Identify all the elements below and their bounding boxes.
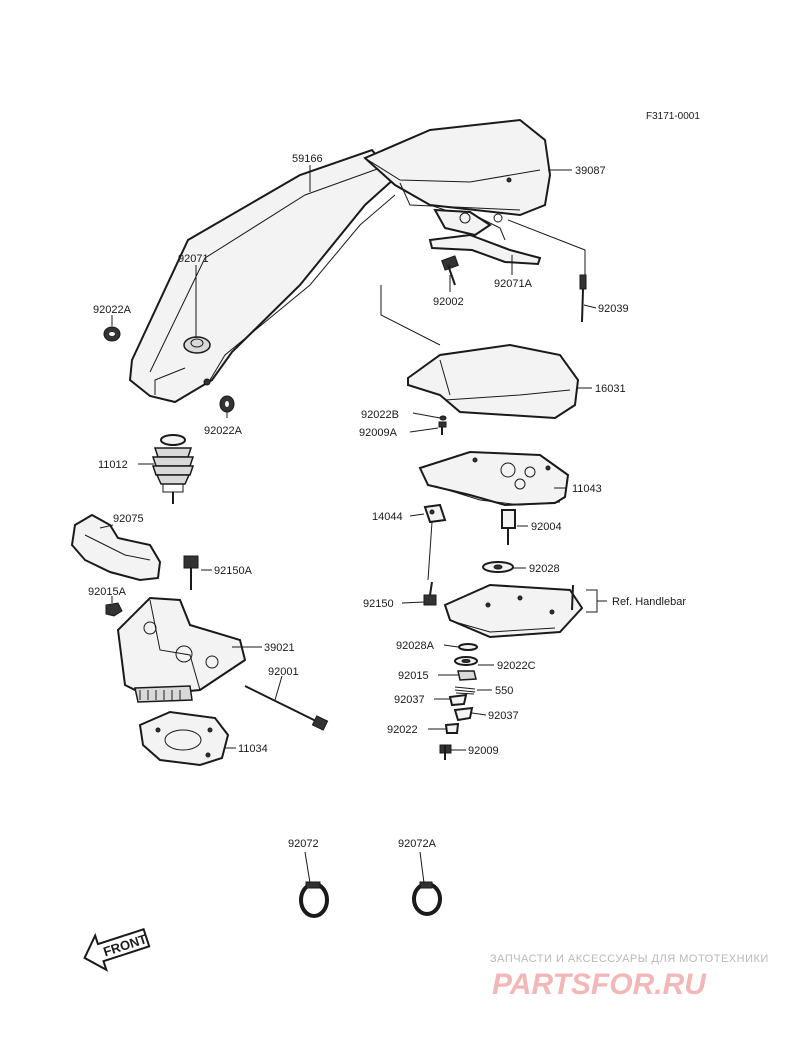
label-92150A: 92150A	[214, 565, 253, 577]
nut-92015	[457, 670, 477, 681]
bolt-92150	[423, 581, 437, 606]
pole-lower-bracket	[429, 204, 506, 241]
spring-550	[454, 686, 476, 695]
clip-92037-right	[453, 706, 474, 722]
label-92028A: 92028A	[396, 640, 435, 652]
label-39087: 39087	[575, 165, 606, 177]
bellows-11012	[151, 434, 195, 504]
watermark-brand: PARTSFOR.RU	[492, 968, 707, 1001]
label-92150: 92150	[363, 598, 394, 610]
leader-lines	[99, 165, 597, 884]
label-39021: 39021	[264, 642, 295, 654]
screw-92009A	[438, 421, 447, 435]
label-92015A: 92015A	[88, 586, 127, 598]
label-92071: 92071	[178, 253, 209, 265]
front-arrow: FRONT	[83, 927, 151, 972]
bracket-39021	[116, 596, 247, 703]
label-92037-right: 92037	[488, 710, 519, 722]
label-11043: 11043	[572, 483, 602, 495]
clip-14044	[423, 503, 447, 524]
label-11012: 11012	[98, 459, 128, 471]
plate-11034	[138, 710, 230, 767]
pad-92075	[70, 513, 162, 582]
label-92072: 92072	[288, 838, 319, 850]
label-92022C: 92022C	[497, 660, 536, 672]
label-92009A: 92009A	[359, 427, 398, 439]
clamp-92072A	[412, 881, 442, 916]
drawing-id: F3171-0001	[646, 111, 700, 122]
bolt-92001	[244, 685, 329, 731]
label-92072A: 92072A	[398, 838, 437, 850]
label-92001: 92001	[268, 666, 299, 678]
label-92015: 92015	[398, 670, 429, 682]
handle-pole-59166	[128, 148, 397, 404]
label-92071A: 92071A	[494, 278, 533, 290]
bolt-92009	[439, 744, 452, 760]
bolt-92002	[441, 255, 459, 286]
label-92022: 92022	[387, 724, 418, 736]
pole-bolt-hole	[183, 336, 211, 354]
label-550: 550	[495, 685, 513, 697]
plate-11043	[418, 450, 570, 507]
label-16031: 16031	[595, 383, 626, 395]
washer-92022B	[439, 415, 447, 421]
leader-14044	[427, 521, 433, 581]
label-14044: 14044	[372, 511, 403, 523]
label-92022A-top: 92022A	[93, 304, 132, 316]
label-92075: 92075	[113, 513, 144, 525]
cover-16031	[407, 343, 580, 420]
steering-cover-39087	[363, 118, 552, 217]
label-92039: 92039	[598, 303, 629, 315]
handlebar-base-plate	[443, 583, 584, 639]
label-92009: 92009	[468, 745, 499, 757]
washer-92022	[444, 722, 460, 734]
watermark-tagline: ЗАПЧАСТИ И АКСЕССУАРЫ ДЛЯ МОТОТЕХНИКИ	[490, 953, 769, 965]
label-92002: 92002	[433, 296, 464, 308]
label-92004: 92004	[531, 521, 562, 533]
washer-92028A	[458, 643, 478, 651]
label-11034: 11034	[238, 743, 268, 755]
label-92037-left: 92037	[394, 694, 425, 706]
nut-92015A	[105, 602, 123, 617]
label-92022B: 92022B	[361, 409, 399, 421]
stud-92004	[501, 509, 516, 545]
label-92022A-bottom: 92022A	[204, 425, 243, 437]
ref-bracket	[586, 589, 607, 613]
clip-92037-left	[448, 693, 468, 707]
bolt-92150A	[183, 555, 199, 590]
label-ref-handlebar: Ref. Handlebar	[612, 596, 686, 608]
clamp-92072	[299, 881, 329, 918]
rivet-92039	[579, 274, 587, 323]
label-59166: 59166	[292, 153, 323, 165]
label-92028: 92028	[529, 563, 560, 575]
